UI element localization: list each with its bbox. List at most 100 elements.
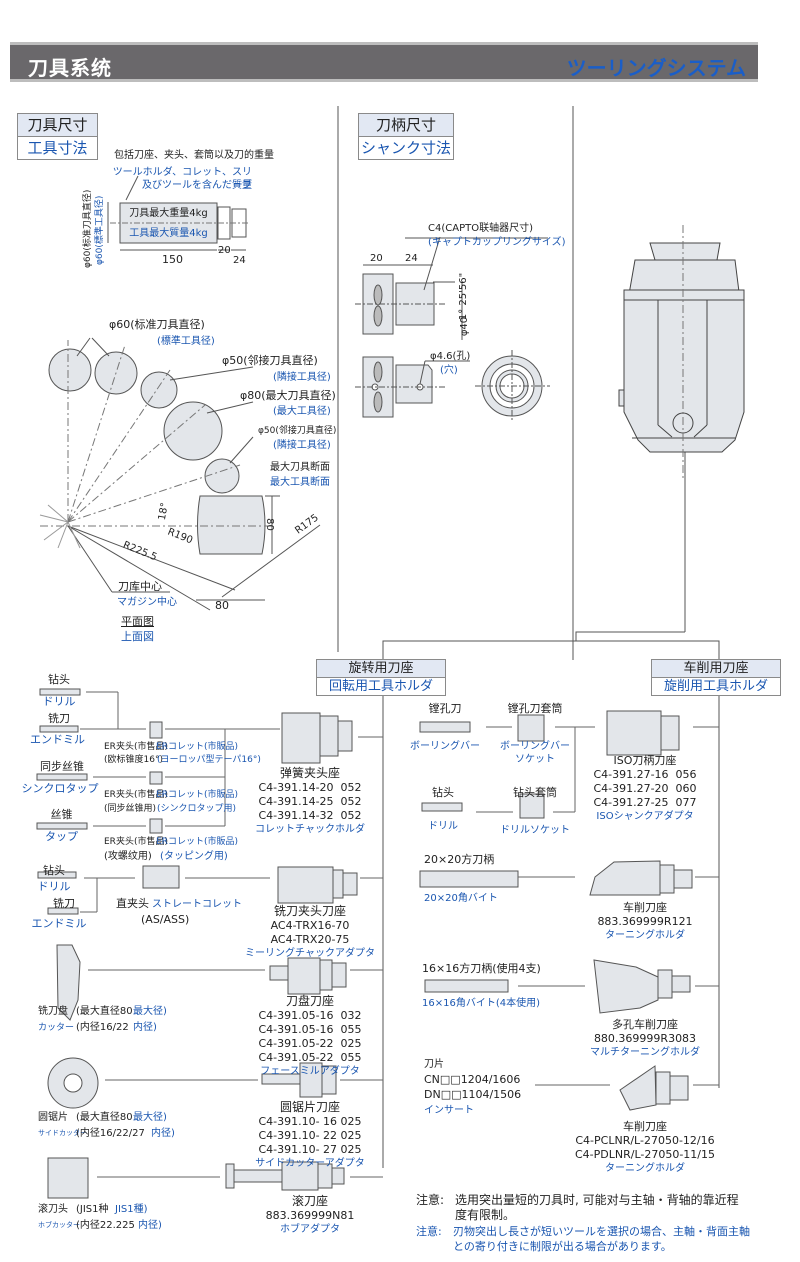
- bite20-cn: 20×20方刀柄: [424, 853, 495, 866]
- holder-milling-chuck: 铣刀夹头刀座 AC4-TRX16-70 AC4-TRX20-75 ミーリングチャ…: [245, 904, 375, 960]
- phi50b-jp: (隣接工具径): [273, 440, 331, 451]
- bite20-jp: 20×20角バイト: [424, 893, 498, 904]
- shank-dim-24: 24: [405, 253, 418, 264]
- holder-name-cn: 弹簧夹头座: [279, 766, 340, 780]
- dim-20: 20: [218, 245, 231, 256]
- holder-model: C4-391.10- 27 025: [258, 1143, 362, 1156]
- collet2-cn-1: ER夹头(市售品): [104, 790, 168, 800]
- tool-endmill2-cn: 铣刀: [53, 897, 75, 910]
- std-dia-vertical-cn: φ60(标准刀具直径): [83, 189, 93, 268]
- tool-endmill-jp: エンドミル: [30, 733, 85, 746]
- holder-name-cn: 车削刀座: [623, 901, 667, 914]
- phi50b-cn: φ50(邻接刀具直径): [258, 426, 337, 436]
- holder-name-jp: ISOシャンクアダプタ: [596, 811, 694, 822]
- shank-diagram: [362, 273, 543, 418]
- turning-group-jp: 旋削用工具ホルダ: [663, 679, 768, 694]
- dim-150: 150: [162, 253, 183, 266]
- weight-note-cn: 包括刀座、夹头、套筒以及刀的重量: [114, 150, 274, 161]
- hob-jp: ホブカッター: [38, 1221, 80, 1229]
- holder-model: C4-PDLNR/L-27050-11/15: [574, 1148, 716, 1161]
- holder-turning-capto: 车削刀座 C4-PCLNR/L-27050-12/16 C4-PDLNR/L-2…: [545, 1120, 745, 1175]
- holder-side-cutter: 圆锯片刀座 C4-391.10- 16 025 C4-391.10- 22 02…: [245, 1100, 375, 1170]
- collet1-jp-1: ERコレット(市販品): [156, 742, 238, 752]
- cutter-spec1-cn: (最大直径80: [76, 1006, 133, 1017]
- collet3-cn-1: ER夹头(市售品): [104, 837, 168, 847]
- note-jp-line-2: との寄り付きに制限が出る場合があります。: [453, 1240, 672, 1253]
- holder-model: C4-391.27-20 060: [593, 782, 697, 795]
- title-bar: 刀具系统 ツーリングシステム: [10, 42, 758, 82]
- capto-size-jp: (キャプトカップリングサイズ): [428, 237, 566, 248]
- note-jp-label: 注意:: [416, 1225, 442, 1238]
- max-section-cn: 最大刀具断面: [270, 462, 330, 473]
- tool-drill2-jp: ドリル: [37, 880, 71, 893]
- holder-name-cn: 铣刀夹头刀座: [273, 904, 346, 918]
- note-cn-label: 注意:: [416, 1193, 445, 1207]
- taper-angle: 1° 25'56": [458, 272, 470, 321]
- weight-note-jp-2: 及びツールを含んだ質量: [142, 180, 252, 191]
- tool-endmill2-jp: エンドミル: [31, 917, 87, 930]
- tool-icons: [36, 688, 693, 1199]
- hole-size-cn: φ4.6(孔): [430, 351, 471, 362]
- straight-collet-jp: ストレートコレット: [152, 899, 242, 910]
- tool-drill-cn: 钻头: [48, 673, 70, 686]
- holder-model: C4-391.10- 22 025: [258, 1129, 362, 1142]
- collet3-cn-2: (攻螺纹用): [104, 851, 152, 862]
- note-cn-line-1: 选用突出量短的刀具时, 可能对与主轴・背轴的靠近程: [455, 1193, 739, 1207]
- hob-cn: 滚刀头: [38, 1204, 68, 1215]
- page-title: 刀具系统: [28, 56, 112, 80]
- holder-model: 883.369999N81: [265, 1209, 355, 1222]
- side-cutter-jp: サイドカッター: [38, 1129, 87, 1137]
- shank-dims-label: 刀柄尺寸 シャンク寸法: [358, 113, 454, 160]
- phi80-cn: φ80(最大刀具直径): [240, 389, 336, 402]
- phi60-jp: (標準工具径): [157, 336, 215, 347]
- holder-model: C4-391.14-32 052: [258, 809, 362, 822]
- dim-24: 24: [233, 255, 246, 266]
- rotary-group-jp: 回転用工具ホルダ: [328, 679, 433, 694]
- bite16-jp: 16×16角バイト(4本使用): [422, 998, 540, 1009]
- hob-spec2-jp: 内径): [138, 1220, 162, 1231]
- holder-name-jp: コレットチャックホルダ: [255, 824, 365, 835]
- page-title-jp: ツーリングシステム: [566, 56, 746, 80]
- holder-model: AC4-TRX20-75: [270, 933, 350, 946]
- holder-name-jp: フェースミルアダプタ: [260, 1066, 360, 1077]
- holder-name-jp: マルチターニングホルダ: [590, 1047, 700, 1058]
- holder-name-jp: サイドカッターアダプタ: [255, 1158, 365, 1169]
- insert-model-1: CN□□1204/1606: [424, 1073, 521, 1086]
- tool-dims-label-jp: 工具寸法: [27, 139, 88, 157]
- holder-hob: 滚刀座 883.369999N81 ホブアダプタ: [245, 1194, 375, 1236]
- hob-spec1-jp: JIS1種): [115, 1204, 148, 1215]
- std-dia-vertical-jp: φ60(標準工具径): [95, 195, 105, 265]
- tool-dims-label: 刀具尺寸 工具寸法: [17, 113, 98, 160]
- turning-drill-jp: ドリル: [428, 821, 458, 832]
- holder-model: C4-391.05-22 055: [258, 1051, 362, 1064]
- turning-group-cn: 车削用刀座: [652, 660, 780, 678]
- tool-synchro-tap-jp: シンクロタップ: [21, 782, 99, 795]
- phi50a-jp: (隣接工具径): [273, 372, 331, 383]
- cutter-jp: カッター: [38, 1023, 75, 1033]
- holder-model: C4-391.05-16 032: [258, 1009, 362, 1022]
- cutter-spec2-cn: (内径16/22: [76, 1022, 129, 1033]
- note-jp-line-1: 刃物突出し長さが短いツールを選択の場合、主軸・背面主軸: [453, 1225, 750, 1238]
- tool-dims-label-cn: 刀具尺寸: [18, 114, 97, 137]
- holder-collet-chuck: 弹簧夹头座 C4-391.14-20 052 C4-391.14-25 052 …: [245, 766, 375, 836]
- holder-name-cn: 刀盘刀座: [285, 994, 334, 1008]
- collet1-cn-1: ER夹头(市售品): [104, 742, 168, 752]
- rotary-group-cn: 旋转用刀座: [317, 660, 445, 678]
- flow-lines: [80, 691, 719, 1178]
- holder-model: C4-391.05-16 055: [258, 1023, 362, 1036]
- max-section-jp: 最大工具断面: [270, 477, 330, 488]
- max-weight-jp: 工具最大質量4kg: [129, 228, 208, 239]
- phi50a-cn: φ50(邻接刀具直径): [222, 354, 318, 367]
- insert-cn: 刀片: [424, 1059, 444, 1070]
- holder-name-jp: ターニングホルダ: [605, 1163, 685, 1174]
- collet2-jp-2: (シンクロタップ用): [157, 804, 237, 814]
- turret-unit-drawing: [618, 242, 745, 453]
- insert-model-2: DN□□1104/1506: [424, 1088, 522, 1101]
- turning-holders-group: 车削用刀座 旋削用工具ホルダ: [651, 659, 781, 696]
- dim-80-horizontal: 80: [215, 599, 229, 612]
- magazine-center-cn: 刀库中心: [118, 580, 162, 593]
- drill-socket-cn: 钻头套筒: [513, 786, 557, 799]
- shank-phi40: φ40: [459, 316, 471, 337]
- dim-80-vertical: 80: [263, 518, 275, 531]
- straight-collet-cn: 直夹头: [116, 897, 149, 910]
